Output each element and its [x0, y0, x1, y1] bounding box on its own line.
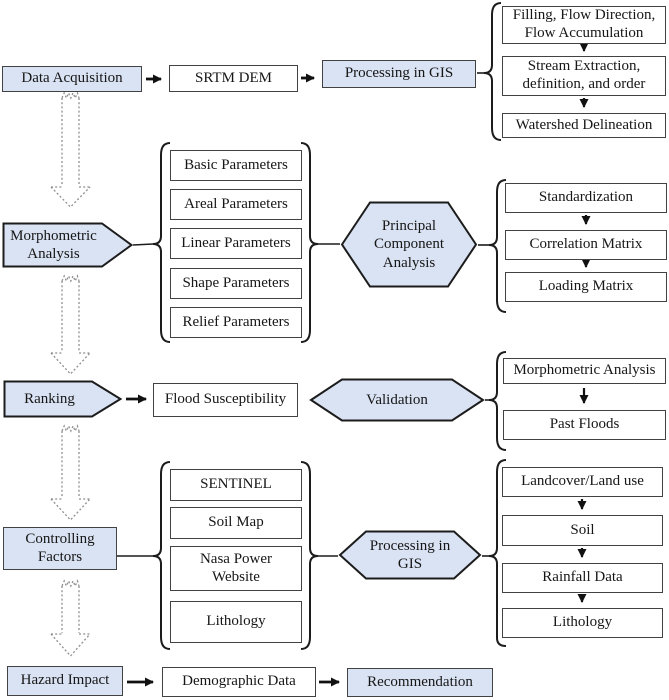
node-shape-parameters: Shape Parameters	[170, 268, 302, 299]
node-lithology-layer: Lithology	[502, 608, 663, 638]
node-gis-step-stream: Stream Extraction, definition, and order	[502, 56, 666, 96]
node-basic-parameters: Basic Parameters	[170, 150, 302, 181]
dotted-arrow-down-icon	[50, 424, 91, 521]
node-relief-parameters: Relief Parameters	[170, 307, 302, 338]
bracket-left-icon	[483, 2, 502, 141]
node-demographic-data: Demographic Data	[162, 667, 316, 697]
node-morphometric-analysis: Morphometric Analysis	[2, 222, 133, 268]
node-ranking: Ranking	[3, 380, 122, 418]
node-soil-map: Soil Map	[170, 507, 302, 539]
node-lithology-source: Lithology	[170, 601, 302, 643]
pentagon-arrow-shape	[2, 222, 133, 268]
node-gis-step-watershed: Watershed Delineation	[502, 113, 666, 138]
node-nasa-power-website: Nasa Power Website	[170, 546, 302, 591]
dotted-arrow-down-icon	[50, 91, 91, 208]
node-principal-component-analysis: Principal Component Analysis	[340, 201, 478, 288]
node-sentinel: SENTINEL	[170, 469, 302, 501]
node-srtm-dem: SRTM DEM	[169, 65, 298, 92]
node-recommendation: Recommendation	[347, 668, 493, 697]
solid-arrows	[126, 73, 340, 687]
node-processing-in-gis: Processing in GIS	[322, 60, 476, 88]
node-label: Morphometric Analysis	[10, 227, 97, 262]
node-landcover: Landcover/Land use	[502, 467, 663, 497]
hexagon-shape	[340, 201, 478, 288]
bracket-left-icon	[488, 459, 507, 647]
bracket-right-icon	[300, 142, 319, 343]
hexagon-shape	[338, 530, 482, 580]
node-hazard-impact: Hazard Impact	[7, 666, 123, 696]
node-controlling-factors: Controlling Factors	[3, 527, 117, 570]
node-rainfall-data: Rainfall Data	[502, 563, 663, 593]
bracket-left-icon	[488, 351, 507, 451]
group-brackets	[152, 2, 507, 650]
bracket-left-icon	[152, 461, 171, 650]
pentagon-arrow-shape	[3, 380, 122, 418]
bracket-left-icon	[488, 179, 507, 313]
node-soil: Soil	[502, 515, 663, 546]
node-label: Validation	[366, 391, 428, 408]
node-standardization: Standardization	[505, 183, 667, 213]
bracket-left-icon	[152, 142, 171, 343]
hexagon-shape	[309, 378, 485, 422]
node-label: Processing in GIS	[369, 537, 451, 572]
down-arrows	[577, 43, 591, 603]
node-loading-matrix: Loading Matrix	[505, 272, 667, 302]
connector-line	[132, 243, 154, 246]
node-label: Principal Component Analysis	[374, 218, 444, 271]
node-processing-in-gis-2: Processing in GIS	[338, 530, 482, 580]
bracket-right-icon	[300, 461, 319, 650]
node-validation: Validation	[309, 378, 485, 422]
node-flood-susceptibility: Flood Susceptibility	[153, 383, 298, 417]
node-data-acquisition: Data Acquisition	[2, 66, 142, 92]
node-gis-step-filling: Filling, Flow Direction, Flow Accumulati…	[502, 6, 666, 44]
dotted-arrow-down-icon	[50, 274, 91, 375]
node-correlation-matrix: Correlation Matrix	[505, 230, 667, 260]
dotted-arrow-down-icon	[50, 579, 91, 657]
node-label: Ranking	[24, 390, 75, 407]
node-validation-morphometric: Morphometric Analysis	[503, 358, 666, 384]
node-past-floods: Past Floods	[503, 410, 666, 440]
node-linear-parameters: Linear Parameters	[170, 228, 302, 259]
connector-lines	[117, 72, 489, 557]
node-areal-parameters: Areal Parameters	[170, 189, 302, 220]
dotted-flow-arrows	[50, 91, 91, 657]
